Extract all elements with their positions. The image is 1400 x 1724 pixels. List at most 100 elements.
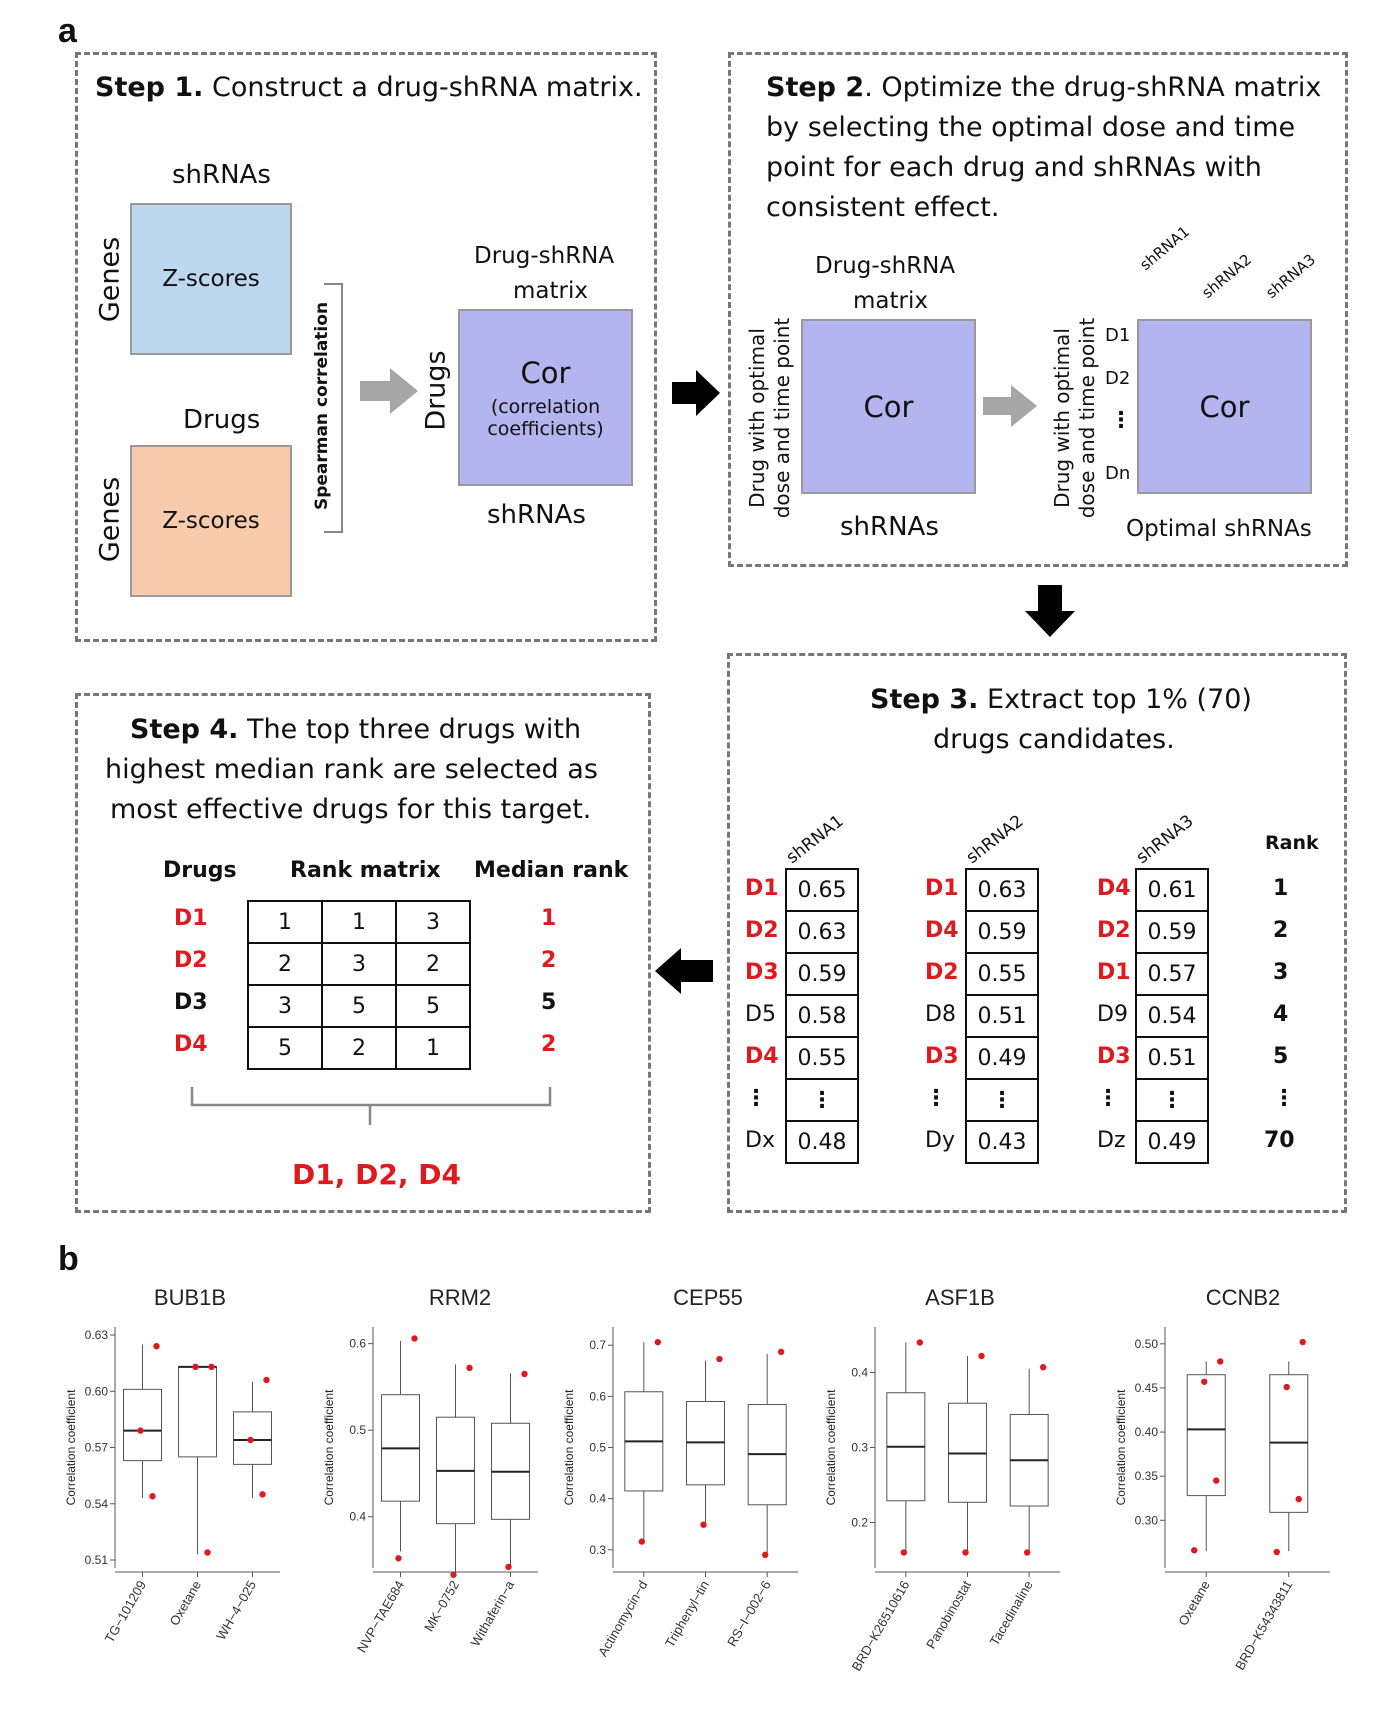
- cor-label-1: Cor: [520, 355, 571, 390]
- data-point: [259, 1491, 266, 1498]
- step4-median-value: 2: [541, 1032, 557, 1057]
- step4-drug-label: D3: [174, 990, 208, 1015]
- data-point: [263, 1376, 270, 1384]
- x-tick-label: Triphenyl−tin: [662, 1578, 712, 1650]
- step4-line1-rest: The top three drugs with: [238, 714, 582, 745]
- step3-drug-label: D4: [1097, 876, 1131, 901]
- y-tick-label: 0.54: [85, 1497, 109, 1511]
- step4-line1: Step 4. The top three drugs with: [130, 710, 581, 750]
- x-tick-label: BRD−K26510616: [849, 1578, 913, 1673]
- grey-arrow-1: [360, 368, 418, 414]
- step3-value-cell: 0.43: [965, 1120, 1039, 1164]
- y-tick-label: 0.30: [1135, 1513, 1159, 1527]
- step3-value-cell: 0.54: [1135, 994, 1209, 1038]
- chart-title: BUB1B: [154, 1285, 226, 1310]
- step4-rank-cell: 5: [247, 1026, 323, 1070]
- step2-line3: point for each drug and shRNAs with: [766, 152, 1262, 183]
- data-point: [777, 1348, 785, 1356]
- y-tick-label: 0.50: [1135, 1337, 1159, 1351]
- step4-rank-cell: 1: [321, 900, 397, 944]
- x-tick-label: NVP−TAE684: [354, 1578, 407, 1655]
- step2-side-label-1: Drug with optimal dose and time point: [745, 298, 795, 538]
- data-point: [1191, 1547, 1198, 1554]
- step3-value-cell: 0.48: [785, 1120, 859, 1164]
- data-point: [1023, 1549, 1031, 1556]
- step4-rank-cell: 5: [321, 984, 397, 1028]
- step3-value-cell: 0.65: [785, 868, 859, 912]
- step3-drug-label: D3: [1097, 1044, 1131, 1069]
- step1-title-rest: Construct a drug-shRNA matrix.: [203, 72, 643, 103]
- step3-value-cell: 0.51: [1135, 1036, 1209, 1080]
- step2-side-2b: dose and time point: [1075, 317, 1099, 519]
- data-point: [1283, 1383, 1290, 1391]
- step4-line2: highest median rank are selected as: [105, 754, 598, 785]
- step2-row-label-3: ⋮: [1110, 408, 1132, 433]
- step3-drug-label: D3: [745, 960, 779, 985]
- step4-line1-bold: Step 4.: [130, 714, 239, 745]
- x-tick-label: Actinomycin−d: [595, 1578, 650, 1659]
- step3-rank-value: ⋮: [1273, 1086, 1295, 1111]
- cor-label-2: Cor: [863, 389, 914, 424]
- step3-drug-label: D9: [1097, 1002, 1128, 1027]
- step3-rank-header: Rank: [1265, 832, 1319, 854]
- y-tick-label: 0.6: [349, 1337, 366, 1351]
- step1-genes2: Genes: [94, 476, 126, 563]
- x-tick-label: Withaferin−a: [467, 1577, 517, 1649]
- step4-line3: most effective drugs for this target.: [110, 794, 592, 825]
- step2-row-label-4: Dn: [1105, 463, 1131, 484]
- y-tick-label: 0.57: [85, 1441, 109, 1455]
- data-point: [1039, 1364, 1047, 1371]
- step1-genes1: Genes: [94, 236, 126, 323]
- black-arrow-left: [655, 948, 713, 994]
- step4-box: [75, 693, 651, 1213]
- step2-line2: by selecting the optimal dose and time: [766, 112, 1296, 143]
- data-point: [1217, 1358, 1224, 1365]
- data-point: [654, 1338, 662, 1346]
- step4-rank-cell: 3: [247, 984, 323, 1028]
- y-tick-label: 0.4: [349, 1510, 366, 1524]
- step3-drug-label: ⋮: [925, 1086, 947, 1111]
- data-point: [192, 1363, 199, 1371]
- y-tick-label: 0.7: [589, 1338, 606, 1352]
- data-point: [700, 1521, 707, 1528]
- step3-value-cell: 0.61: [1135, 868, 1209, 912]
- spearman-label: Spearman correlation: [312, 301, 332, 511]
- step4-drug-label: D2: [174, 948, 208, 973]
- data-point: [208, 1363, 215, 1371]
- step3-value-cell: 0.59: [785, 952, 859, 996]
- data-point: [716, 1355, 723, 1363]
- step3-drug-label: D5: [745, 1002, 776, 1027]
- step4-rank-cell: 1: [247, 900, 323, 944]
- step3-drug-label: Dy: [925, 1128, 955, 1153]
- step3-rank-value: 4: [1273, 1002, 1289, 1027]
- data-point: [153, 1343, 160, 1350]
- chart-ylabel: Correlation coefficient: [64, 1389, 78, 1506]
- data-point: [466, 1364, 473, 1372]
- step3-value-cell: 0.59: [1135, 910, 1209, 954]
- step3-rank-value: 2: [1273, 918, 1289, 943]
- step3-drug-label: D2: [1097, 918, 1131, 943]
- step3-drug-label: D1: [1097, 960, 1131, 985]
- data-point: [137, 1427, 144, 1434]
- step3-drug-label: D4: [745, 1044, 779, 1069]
- black-arrow-down: [1025, 585, 1075, 637]
- step4-drug-label: D1: [174, 906, 208, 931]
- panel-b-label: b: [58, 1240, 79, 1278]
- step3-box: [727, 653, 1347, 1213]
- chart-title: ASF1B: [925, 1285, 995, 1310]
- data-point: [204, 1549, 211, 1556]
- chart-title: CEP55: [673, 1285, 743, 1310]
- zscore-label-1: Z-scores: [162, 266, 260, 292]
- cor-matrix-2: Cor: [801, 319, 976, 494]
- box: [1186, 1374, 1226, 1497]
- step4-rank-cell: 2: [395, 942, 471, 986]
- chart-ylabel: Correlation coefficient: [1114, 1389, 1128, 1506]
- step3-title-rest: Extract top 1% (70): [978, 684, 1252, 715]
- y-tick-label: 0.40: [1135, 1425, 1159, 1439]
- cor-label-3: Cor: [1199, 389, 1250, 424]
- y-tick-label: 0.45: [1135, 1381, 1159, 1395]
- step3-value-cell: 0.49: [965, 1036, 1039, 1080]
- step3-drug-label: ⋮: [1097, 1086, 1119, 1111]
- step3-value-cell: 0.59: [965, 910, 1039, 954]
- step1-drugs-side: Drugs: [420, 350, 452, 431]
